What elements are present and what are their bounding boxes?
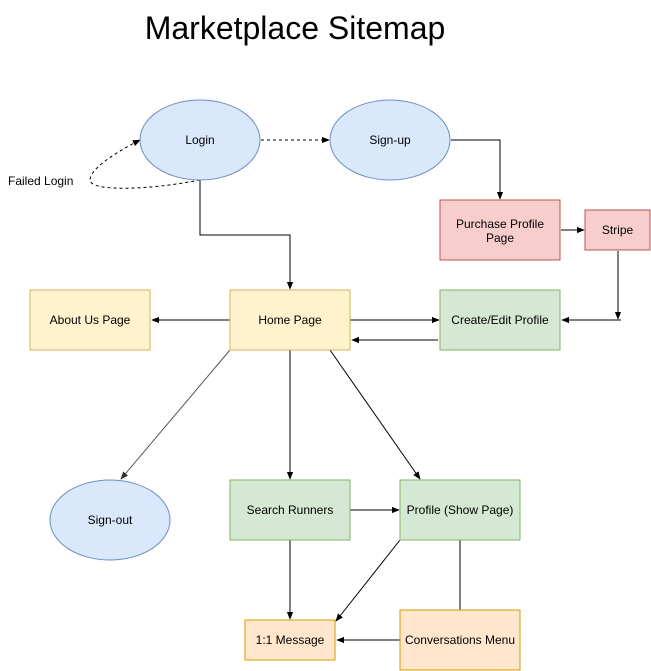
node-conversations-menu-label: Conversations Menu [405, 633, 515, 647]
node-stripe: Stripe [584, 209, 651, 251]
node-signup-label: Sign-up [369, 133, 411, 147]
node-profile-show-label: Profile (Show Page) [407, 503, 514, 517]
edge-home-to-profile-show [329, 349, 421, 480]
node-message-label: 1:1 Message [256, 633, 325, 647]
node-message: 1:1 Message [244, 619, 336, 661]
node-stripe-label: Stripe [602, 223, 634, 237]
node-login: Login [139, 99, 261, 181]
edge-profile-show-to-message [335, 539, 401, 622]
edge-home-to-signout [120, 349, 231, 480]
node-signout: Sign-out [49, 479, 171, 561]
node-about-us-label: About Us Page [50, 313, 131, 327]
edge-failed-login-loop [89, 139, 201, 189]
node-login-label: Login [185, 133, 214, 147]
node-profile-show: Profile (Show Page) [399, 479, 521, 541]
node-home-label: Home Page [258, 313, 322, 327]
node-search-runners: Search Runners [229, 479, 351, 541]
node-purchase-profile: Purchase Profile Page [439, 199, 561, 261]
edge-login-to-home [199, 180, 294, 290]
node-purchase-profile-label-line2: Page [486, 231, 514, 245]
node-home: Home Page [229, 289, 351, 351]
node-signup: Sign-up [329, 99, 451, 181]
node-about-us: About Us Page [29, 289, 151, 351]
edge-label-failed-login: Failed Login [8, 174, 73, 188]
node-signout-label: Sign-out [88, 513, 133, 527]
node-conversations-menu: Conversations Menu [399, 609, 521, 671]
node-create-edit-profile: Create/Edit Profile [439, 289, 561, 351]
node-create-edit-profile-label: Create/Edit Profile [451, 313, 549, 327]
node-purchase-profile-label-line1: Purchase Profile [456, 217, 544, 231]
edge-signup-to-purchase [451, 139, 504, 200]
node-search-runners-label: Search Runners [247, 503, 334, 517]
diagram-title: Marketplace Sitemap [144, 10, 446, 46]
